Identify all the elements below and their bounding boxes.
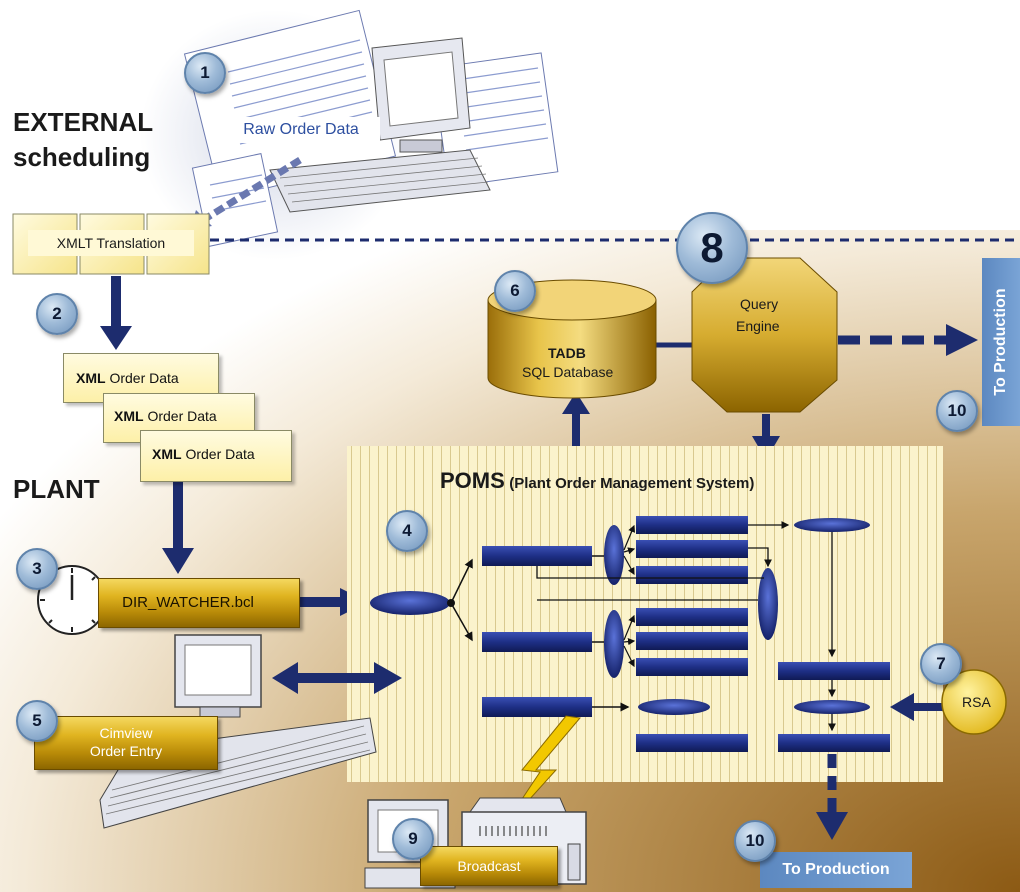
step-badge-9: 9 xyxy=(392,818,434,860)
step-badge-1: 1 xyxy=(184,52,226,94)
timer-clock-icon xyxy=(37,565,107,635)
rsa-node xyxy=(941,669,1007,735)
xml-to-watcher-arrowhead xyxy=(162,548,194,574)
xml-order-data-1-text: XML Order Data xyxy=(76,370,179,386)
step-badge-4: 4 xyxy=(386,510,428,552)
rsa-label: RSA xyxy=(962,694,991,710)
query-engine-shape xyxy=(691,257,838,413)
heading-external: EXTERNAL xyxy=(13,107,154,137)
step-badge-2: 2 xyxy=(36,293,78,335)
query-engine-label-line1: Query xyxy=(740,296,779,312)
to-production-bottom-tab: To Production xyxy=(760,852,912,888)
poms-title: POMS (Plant Order Management System) xyxy=(440,468,754,494)
heading-plant: PLANT xyxy=(13,474,100,504)
query-engine-label-line2: Engine xyxy=(736,318,780,334)
rsa-to-poms-arrowhead xyxy=(890,693,914,721)
to-production-top-tab: To Production xyxy=(982,258,1020,426)
broadcast-box: Broadcast xyxy=(420,846,558,886)
step-badge-10-top: 10 xyxy=(936,390,978,432)
cimview-arrowhead-left xyxy=(272,662,298,694)
step-badge-8: 8 xyxy=(676,212,748,284)
xml-order-data-3-text: XML Order Data xyxy=(152,446,255,462)
tadb-sublabel: SQL Database xyxy=(522,364,614,380)
poms-subtitle-text: (Plant Order Management System) xyxy=(509,475,755,492)
cimview-label-line1: Cimview xyxy=(99,725,153,741)
step-badge-5: 5 xyxy=(16,700,58,742)
to-production-bottom-label: To Production xyxy=(782,861,890,878)
cimview-arrowhead-right xyxy=(374,662,402,694)
poms-to-tadb-arrowhead xyxy=(562,392,590,414)
xmlt-translation-label: XMLT Translation xyxy=(28,230,194,256)
query-to-production-arrowhead xyxy=(946,324,978,356)
xmlt-to-xml-arrowhead xyxy=(100,326,132,350)
dir-watcher-box: DIR_WATCHER.bcl xyxy=(98,578,300,628)
step-badge-7: 7 xyxy=(920,643,962,685)
to-production-top-label: To Production xyxy=(992,288,1009,396)
xml-order-data-doc-3 xyxy=(140,430,292,482)
dir-watcher-label: DIR_WATCHER.bcl xyxy=(122,594,254,611)
cimview-label-line2: Order Entry xyxy=(89,743,163,759)
heading-scheduling: scheduling xyxy=(13,142,151,172)
poms-title-text: POMS xyxy=(440,468,505,493)
poms-to-production-arrowhead xyxy=(816,812,848,840)
poms-flow-diagram xyxy=(370,516,890,752)
step-badge-3: 3 xyxy=(16,548,58,590)
tadb-label: TADB xyxy=(548,345,586,361)
step-badge-6: 6 xyxy=(494,270,536,312)
raw-order-data-label: Raw Order Data xyxy=(222,117,380,143)
raw-to-xmlt-arrow xyxy=(198,157,302,225)
raw-data-computer xyxy=(269,37,491,213)
xml-order-data-2-text: XML Order Data xyxy=(114,408,217,424)
step-badge-10-bottom: 10 xyxy=(734,820,776,862)
broadcast-label: Broadcast xyxy=(457,858,521,874)
cimview-order-entry-box: Cimview Order Entry xyxy=(34,716,218,770)
